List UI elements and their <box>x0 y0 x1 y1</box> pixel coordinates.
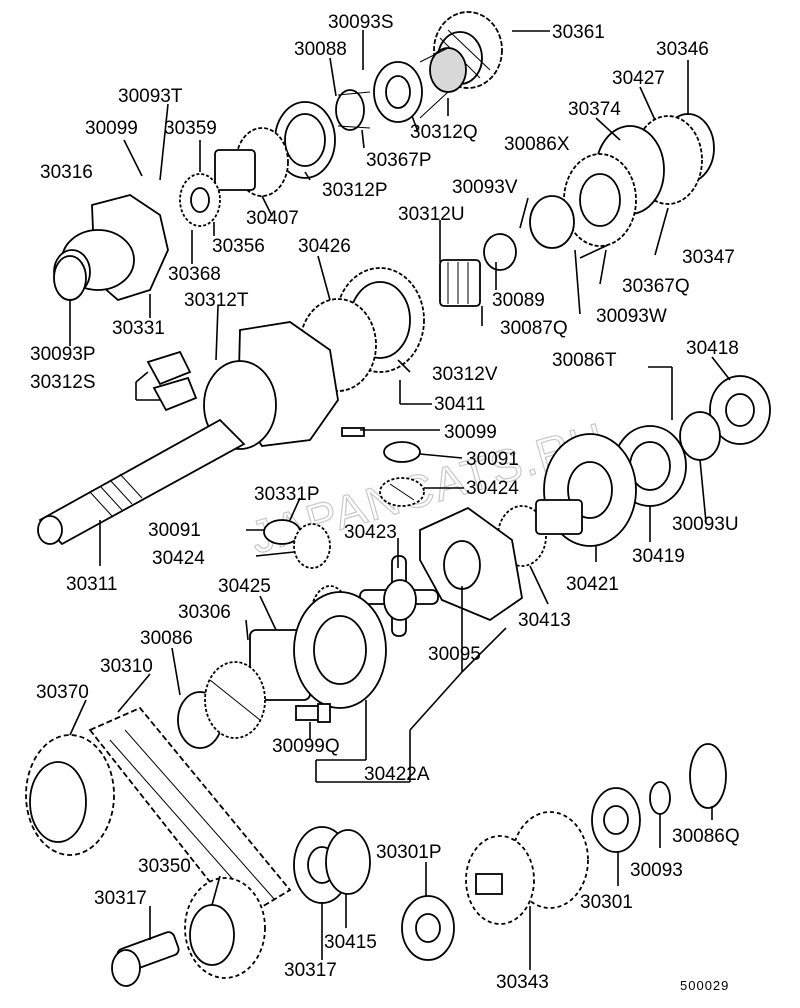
label-30350: 30350 <box>138 856 191 877</box>
part-sprocket-30306 <box>204 661 266 739</box>
label-30093P: 30093P <box>30 344 96 365</box>
part-snap-ring-30415 <box>325 829 371 895</box>
label-30426: 30426 <box>298 236 351 257</box>
label-30419: 30419 <box>632 546 685 567</box>
label-30301P: 30301P <box>376 842 442 863</box>
label-30422A: 30422A <box>364 764 430 785</box>
label-30306: 30306 <box>178 602 231 623</box>
diagram-code: 500029 <box>680 978 729 993</box>
label-30086Q: 30086Q <box>672 826 740 847</box>
part-gear-30411 <box>299 267 425 392</box>
label-30089: 30089 <box>492 290 545 311</box>
label-30086T: 30086T <box>552 350 617 371</box>
part-snap-ring-30093 <box>649 781 671 815</box>
label-30317-upper: 30317 <box>94 888 147 909</box>
label-30311: 30311 <box>66 574 117 595</box>
label-30407: 30407 <box>246 208 299 229</box>
part-case-30422A <box>293 591 387 709</box>
label-30093: 30093 <box>630 860 683 881</box>
part-gear-30359 <box>179 173 221 227</box>
label-30312V: 30312V <box>432 364 498 385</box>
leader-lines <box>69 30 731 970</box>
label-30093S: 30093S <box>328 12 394 33</box>
label-30312Q: 30312Q <box>410 122 478 143</box>
part-synchro-assembly-30347 <box>563 113 715 247</box>
label-30331P: 30331P <box>254 484 320 505</box>
label-30418: 30418 <box>686 338 739 359</box>
label-30356: 30356 <box>212 236 265 257</box>
label-30346: 30346 <box>656 39 709 60</box>
label-30367P: 30367P <box>366 150 432 171</box>
part-sprocket-30370 <box>25 734 115 856</box>
label-30413: 30413 <box>518 610 571 631</box>
label-30316: 30316 <box>40 162 93 183</box>
label-30343: 30343 <box>496 972 549 993</box>
part-snap-ring-30086Q <box>689 743 727 809</box>
part-pinion-30424-upper <box>379 477 425 507</box>
label-30091-lower: 30091 <box>148 520 201 541</box>
label-30093T: 30093T <box>118 86 183 107</box>
label-30087Q: 30087Q <box>500 318 568 339</box>
label-30368: 30368 <box>168 264 221 285</box>
part-bearing-30312Q <box>373 47 467 123</box>
label-30099Q: 30099Q <box>272 736 340 757</box>
part-bearing-30312S <box>146 350 198 412</box>
label-30415: 30415 <box>324 932 377 953</box>
label-30091-upper: 30091 <box>466 449 519 470</box>
part-bearing-30301 <box>591 787 641 853</box>
label-30312U: 30312U <box>398 204 465 225</box>
part-snap-ring-30093U <box>679 411 721 461</box>
label-30099-top: 30099 <box>85 118 138 139</box>
label-30425: 30425 <box>218 576 271 597</box>
label-30331: 30331 <box>112 318 165 339</box>
label-30370: 30370 <box>36 682 89 703</box>
label-30427: 30427 <box>612 68 665 89</box>
label-30312T: 30312T <box>184 290 249 311</box>
label-30359: 30359 <box>164 118 217 139</box>
part-needle-bearing-30367P <box>335 89 371 131</box>
part-sprocket-30350 <box>184 877 266 979</box>
label-30411: 30411 <box>434 394 485 415</box>
part-cross-30423 <box>359 555 439 637</box>
label-30367Q: 30367Q <box>622 276 690 297</box>
label-30421: 30421 <box>566 574 619 595</box>
part-bearing-30301P <box>401 895 455 961</box>
label-30099-mid: 30099 <box>444 422 497 443</box>
label-30374: 30374 <box>568 99 621 120</box>
part-pinion-30424-lower <box>293 523 331 569</box>
part-gear-30407 <box>214 127 289 197</box>
part-seal-30418 <box>709 375 771 445</box>
label-30317-lower: 30317 <box>284 960 337 981</box>
label-30088: 30088 <box>294 39 347 60</box>
label-30086: 30086 <box>140 628 193 649</box>
part-shaft-30317 <box>111 931 180 987</box>
part-snap-ring-30093P <box>53 255 87 301</box>
label-30312P: 30312P <box>322 180 388 201</box>
label-30312S: 30312S <box>30 372 96 393</box>
part-gear-30343 <box>465 811 589 925</box>
label-30093W: 30093W <box>596 306 667 327</box>
part-chain-30310 <box>88 706 292 922</box>
label-30424-lower: 30424 <box>152 548 205 569</box>
part-ring-30086X <box>483 195 575 271</box>
label-30093V: 30093V <box>452 177 518 198</box>
part-labels: 30093S 30361 30088 30346 30427 30093T 30… <box>30 12 740 993</box>
part-diff-case-30095 <box>419 506 523 622</box>
label-30086X: 30086X <box>504 134 570 155</box>
label-30310: 30310 <box>100 656 153 677</box>
label-30424-upper: 30424 <box>466 478 519 499</box>
label-30301: 30301 <box>580 892 633 913</box>
label-30095: 30095 <box>428 644 481 665</box>
label-30361: 30361 <box>552 22 605 43</box>
part-bolt-30099Q <box>295 703 331 723</box>
part-washer-30091-upper <box>383 441 421 463</box>
part-main-shaft-30311 <box>37 360 277 546</box>
part-shaft-30312U <box>439 259 481 307</box>
label-30093U: 30093U <box>672 514 739 535</box>
label-30347: 30347 <box>682 247 735 268</box>
part-bolt-30099 <box>341 427 365 437</box>
label-30423: 30423 <box>344 522 397 543</box>
